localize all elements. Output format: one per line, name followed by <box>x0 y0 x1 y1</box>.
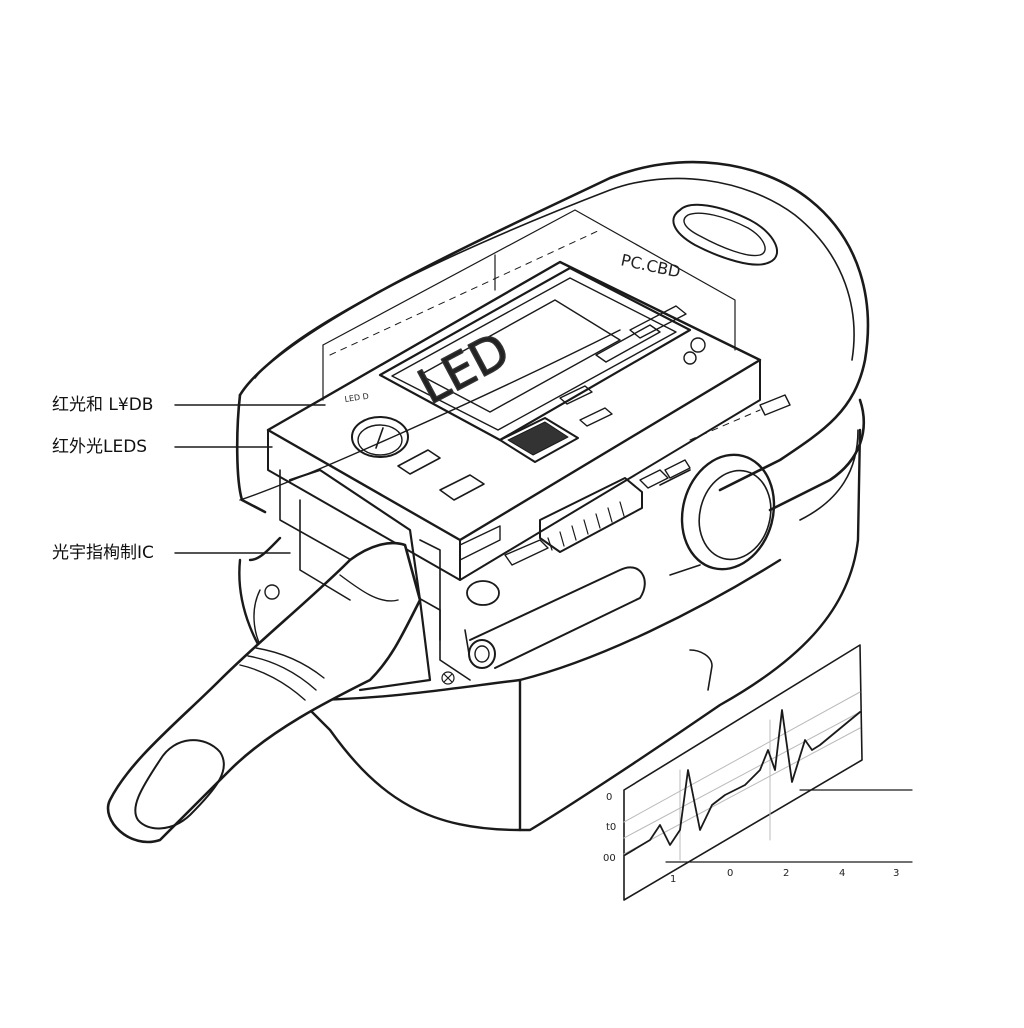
clip-opening <box>288 468 455 692</box>
callout-red-led-label: 红光和 L¥DB <box>52 395 154 415</box>
waveform-x-ticks: 1 0 2 4 3 <box>670 868 899 885</box>
waveform-panel <box>623 644 913 901</box>
callout-ir-led-label: 红外光LEDS <box>52 437 148 457</box>
x-tick-0: 1 <box>670 874 676 885</box>
x-tick-1: 0 <box>727 868 733 879</box>
pcb-label: PC.CBD <box>619 250 682 281</box>
waveform-y-ticks: 0 t0 00 <box>603 792 616 864</box>
x-tick-4: 3 <box>893 868 899 879</box>
side-wheel <box>659 453 776 576</box>
x-tick-2: 2 <box>783 868 789 879</box>
pcb <box>266 229 791 611</box>
x-tick-3: 4 <box>839 868 845 879</box>
y-tick-2: 00 <box>603 853 616 864</box>
finger <box>106 541 422 844</box>
callout-lines <box>174 404 326 554</box>
upper-lid <box>235 160 870 521</box>
waveform-trace <box>624 709 861 856</box>
board-small-label: LED D <box>344 392 369 404</box>
led-display-text: LED <box>409 322 518 416</box>
callout-ic-label: 光宇指栒制IC <box>52 543 154 563</box>
y-tick-0: 0 <box>606 792 612 803</box>
y-tick-1: t0 <box>606 822 616 833</box>
